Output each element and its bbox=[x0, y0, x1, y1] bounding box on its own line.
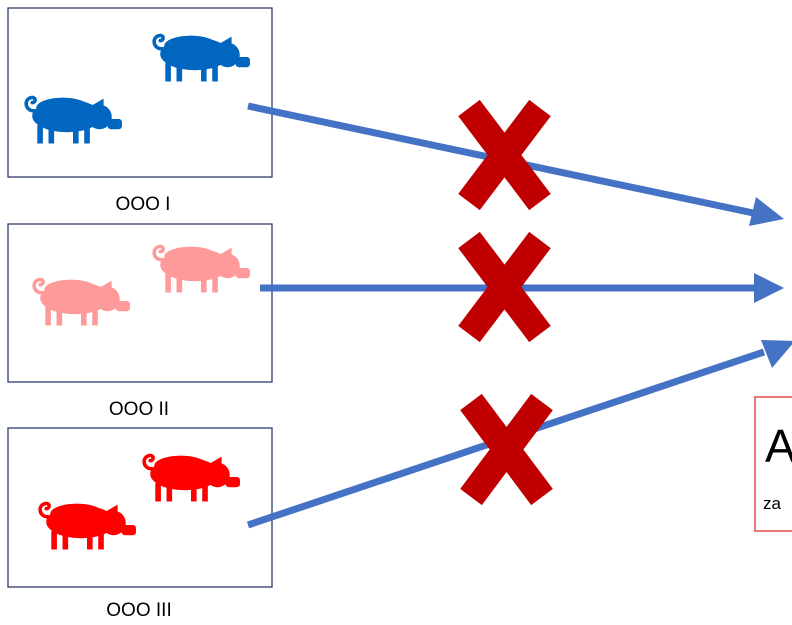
arrow-icon bbox=[749, 197, 784, 226]
box-label-1: OOO I bbox=[116, 194, 171, 215]
group-box-3: OOO III bbox=[7, 427, 273, 621]
box-3 bbox=[7, 427, 273, 588]
cross-icon bbox=[460, 393, 553, 506]
box-label-3: OOO III bbox=[106, 600, 171, 621]
cross-icon bbox=[458, 99, 551, 211]
target-letter: A bbox=[765, 420, 792, 472]
box-label-2: OOO II bbox=[109, 399, 169, 420]
cross-icon bbox=[458, 231, 551, 343]
group-box-1: OOO I bbox=[7, 7, 273, 215]
group-box-2: OOO II bbox=[7, 223, 273, 420]
box-1 bbox=[7, 7, 273, 178]
target-subtext: za bbox=[763, 494, 782, 513]
target-box-border bbox=[754, 396, 792, 532]
arrow-icon bbox=[754, 273, 784, 303]
target-box: A za bbox=[754, 396, 792, 532]
arrow-icon bbox=[761, 340, 792, 368]
